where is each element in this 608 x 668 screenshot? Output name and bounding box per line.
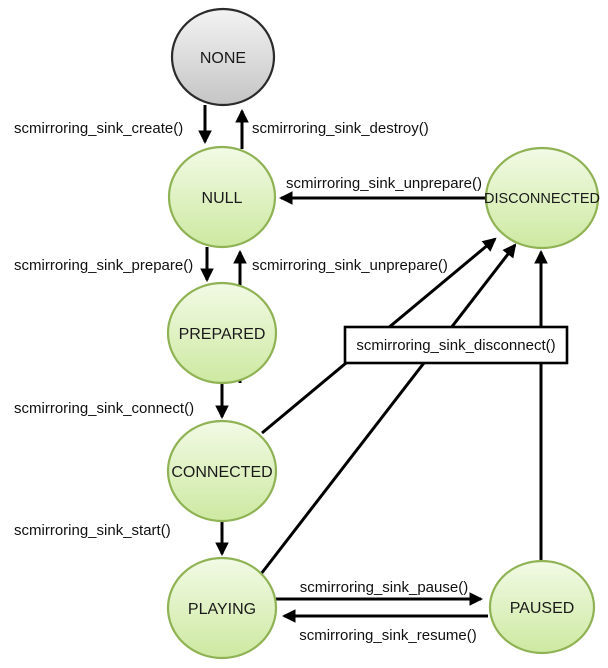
- transition-resume-label: scmirroring_sink_resume(): [299, 627, 477, 644]
- state-node-connected: CONNECTED: [166, 419, 278, 523]
- transition-prepare-label: scmirroring_sink_prepare(): [14, 257, 193, 274]
- state-disconnected-label: DISCONNECTED: [484, 191, 600, 207]
- state-connected-label: CONNECTED: [171, 464, 272, 481]
- transition-unprepare-prepared-label: scmirroring_sink_unprepare(): [252, 257, 448, 274]
- transition-start-label: scmirroring_sink_start(): [14, 522, 171, 539]
- state-paused-shape: [488, 559, 596, 655]
- transition-disconnect-from-playing-arrow: [259, 243, 517, 575]
- transition-connect-label: scmirroring_sink_connect(): [14, 400, 194, 417]
- transition-unprepare-disconnected-label: scmirroring_sink_unprepare(): [286, 175, 482, 192]
- state-prepared-label: PREPARED: [179, 326, 266, 343]
- state-null-label: NULL: [202, 190, 243, 207]
- state-playing-label: PLAYING: [188, 601, 256, 618]
- state-playing-shape: [166, 556, 278, 660]
- state-prepared-shape: [166, 281, 278, 385]
- state-disconnected-shape: [484, 146, 600, 250]
- state-node-playing: PLAYING: [166, 556, 278, 660]
- state-paused-label: PAUSED: [510, 600, 575, 617]
- state-node-none: NONE: [170, 7, 276, 107]
- transition-destroy-label: scmirroring_sink_destroy(): [252, 120, 429, 137]
- state-node-disconnected: DISCONNECTED: [484, 146, 600, 250]
- transition-pause-label: scmirroring_sink_pause(): [300, 579, 468, 596]
- state-none-label: NONE: [200, 50, 246, 67]
- transition-disconnect-label: scmirroring_sink_disconnect(): [356, 337, 555, 354]
- state-null-shape: [167, 145, 277, 249]
- disconnect-label-box: [343, 325, 569, 365]
- state-node-null: NULL: [167, 145, 277, 249]
- transition-create-label: scmirroring_sink_create(): [14, 120, 183, 137]
- state-none-shape: [170, 7, 276, 107]
- state-node-paused: PAUSED: [488, 559, 596, 655]
- state-connected-shape: [166, 419, 278, 523]
- state-node-prepared: PREPARED: [166, 281, 278, 385]
